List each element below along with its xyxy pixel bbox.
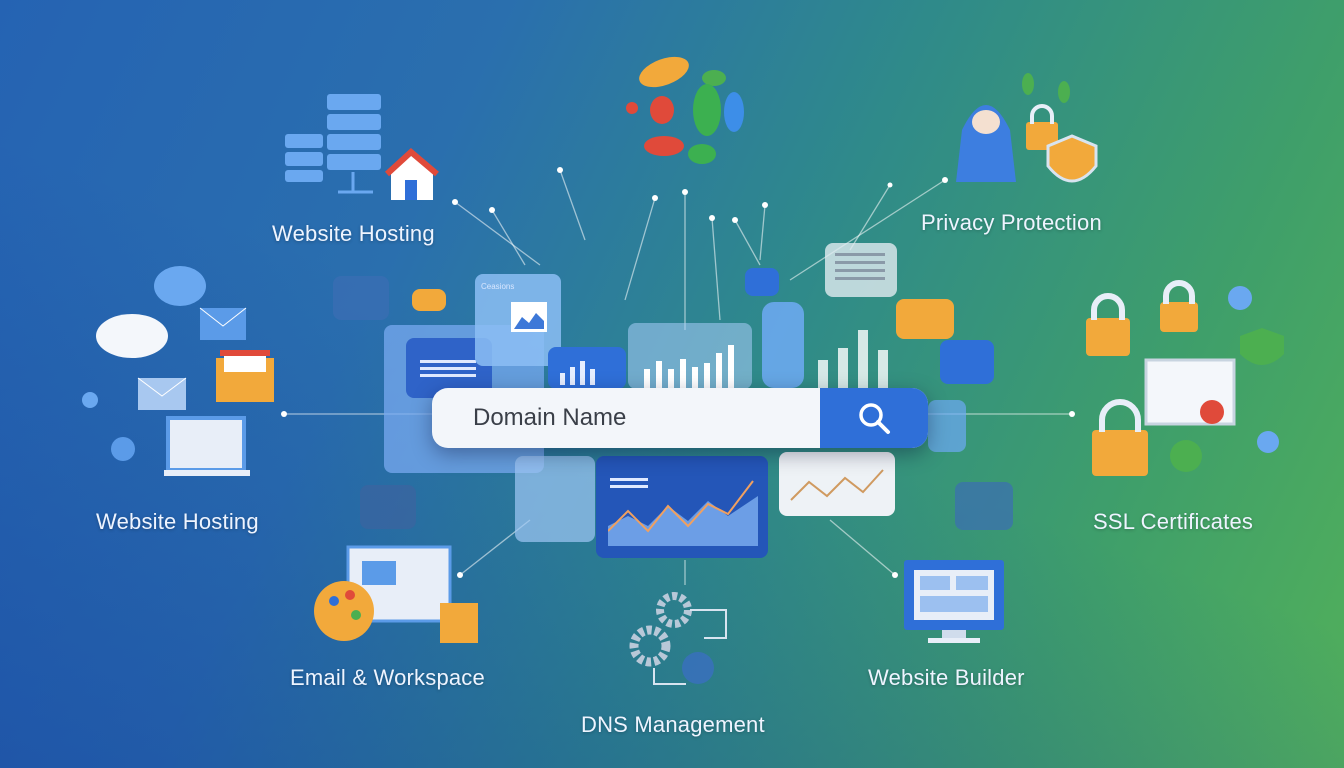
domain-search-bar[interactable]: Domain Name <box>432 388 928 448</box>
label-website-builder: Website Builder <box>868 665 1025 690</box>
label-privacy-protection: Privacy Protection <box>921 210 1102 235</box>
label-email-workspace: Email & Workspace <box>290 665 485 690</box>
bar-card <box>548 347 626 389</box>
search-icon <box>859 403 890 434</box>
privacy-icons <box>956 73 1098 183</box>
workspace-icons <box>314 545 478 643</box>
label-dns-management: DNS Management <box>581 712 765 737</box>
ssl-icons <box>1086 280 1284 476</box>
cloud-email-icons <box>82 266 274 476</box>
label-website-hosting-left: Website Hosting <box>96 509 259 534</box>
chat-bubble-icon <box>412 289 446 311</box>
bar-chart-icon <box>333 276 389 320</box>
line-chart-card <box>596 456 768 558</box>
gears-icon <box>629 592 727 685</box>
label-website-hosting-top: Website Hosting <box>272 221 435 246</box>
trend-card <box>779 452 895 516</box>
side-card <box>928 400 966 452</box>
bar-chart-icon <box>955 482 1013 530</box>
image-card: Ceasions <box>475 274 561 366</box>
check-card <box>762 302 804 388</box>
image-icon <box>511 302 547 332</box>
search-button[interactable] <box>820 388 928 448</box>
panel-caption: Ceasions <box>481 282 515 291</box>
server-rack-icon <box>285 94 439 200</box>
label-ssl-certificates: SSL Certificates <box>1093 509 1254 534</box>
chat-bubble-icon <box>896 299 954 339</box>
brand-logo <box>626 56 744 164</box>
domain-search-input[interactable]: Domain Name <box>473 404 627 431</box>
bar-chart-icon <box>940 340 994 384</box>
monitor-icon <box>904 560 1004 643</box>
bar-chart-card <box>628 323 752 389</box>
document-card <box>825 243 897 297</box>
settings-card <box>515 456 595 542</box>
bar-chart-icon <box>745 268 779 296</box>
bar-columns <box>810 330 900 388</box>
trend-icon <box>360 485 416 529</box>
